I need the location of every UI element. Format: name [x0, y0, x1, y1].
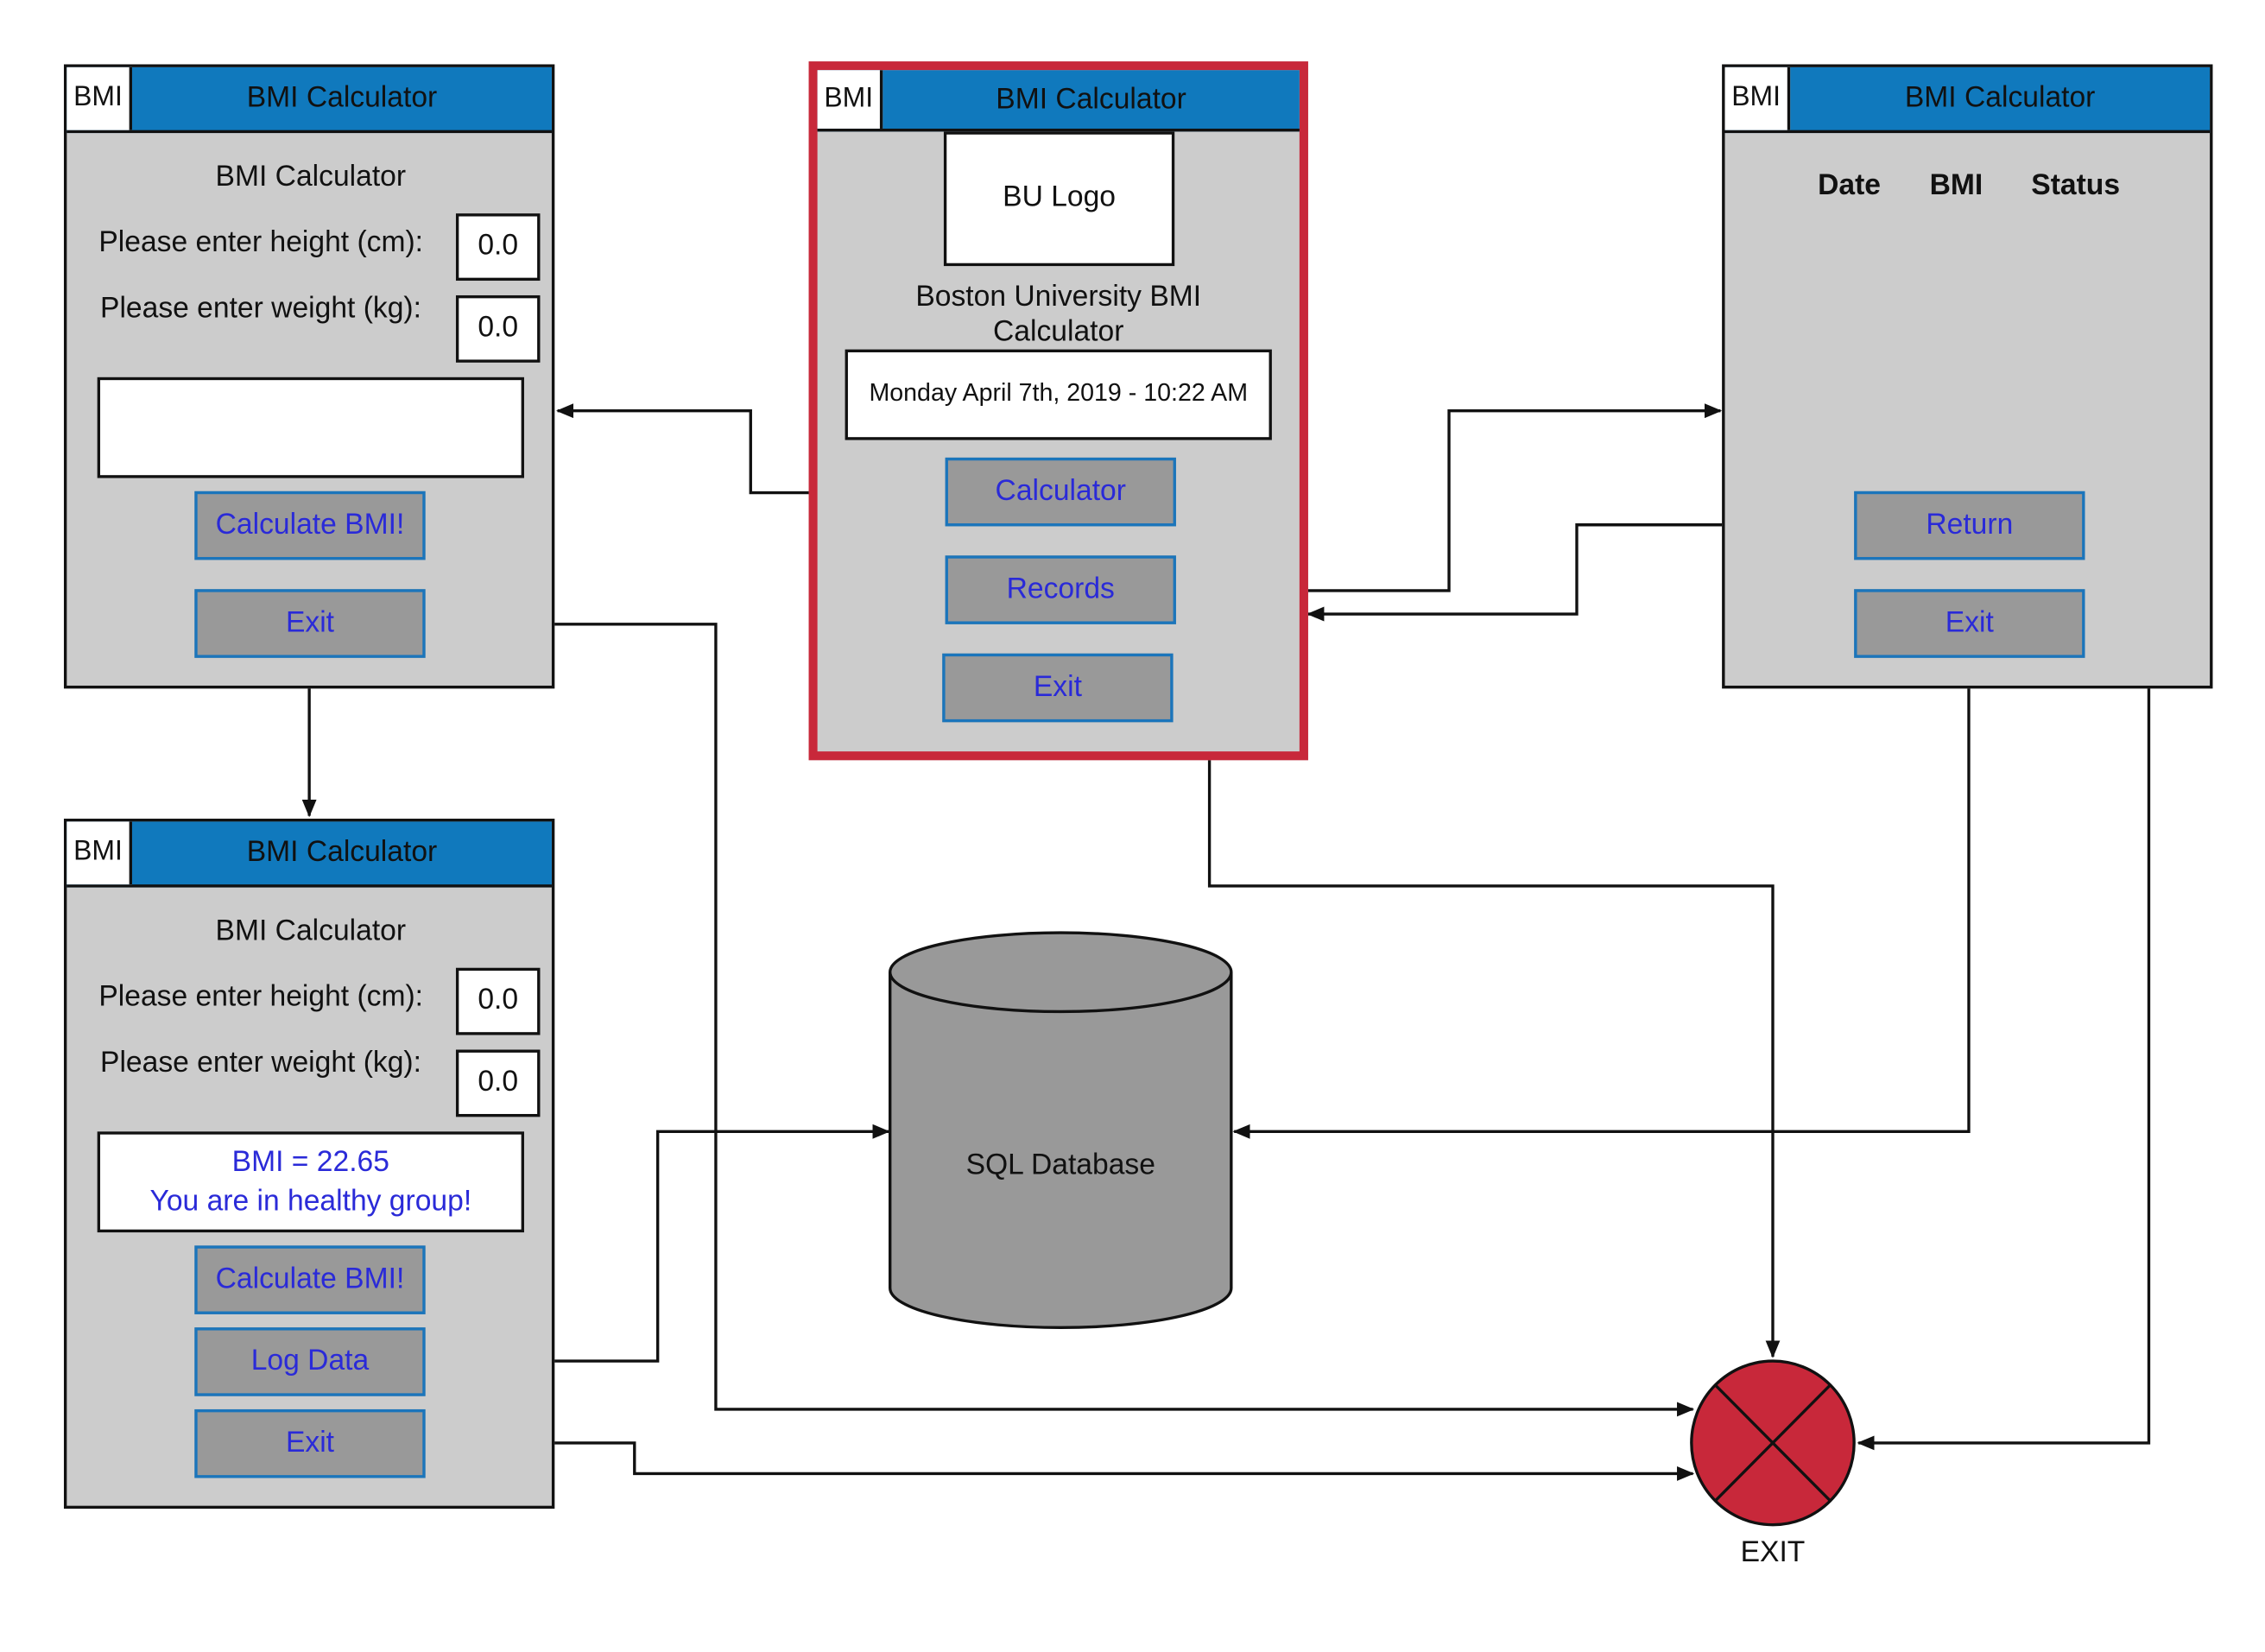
- records-to-records-window-arrow: [1175, 403, 1723, 592]
- records-window: BMI BMI Calculator Date BMI Status Retur…: [1722, 64, 2213, 689]
- records-window-titlebar: BMI BMI Calculator: [1724, 66, 2211, 134]
- app-icon: BMI: [817, 70, 883, 129]
- window-heading: BMI Calculator: [215, 915, 407, 947]
- result-box: [97, 377, 524, 478]
- exit-node-icon: [1690, 1359, 1856, 1527]
- database-label: SQL Database: [965, 1149, 1155, 1181]
- main-heading-line2: Calculator: [993, 315, 1124, 348]
- calc-exit-to-exit-arrow: [423, 623, 1695, 1417]
- app-icon: BMI: [66, 821, 133, 885]
- column-header-date: Date: [1818, 169, 1882, 202]
- column-header-bmi: BMI: [1929, 169, 1983, 202]
- calculator-window-titlebar: BMI BMI Calculator: [66, 66, 552, 134]
- result-box: BMI = 22.65 You are in healthy group!: [97, 1131, 524, 1233]
- window-title: BMI Calculator: [246, 836, 438, 869]
- weight-input[interactable]: 0.0: [455, 294, 541, 363]
- log-data-button[interactable]: Log Data: [194, 1327, 426, 1396]
- return-button[interactable]: Return: [1854, 491, 2085, 560]
- result-exit-to-exit-arrow: [423, 1441, 1695, 1481]
- exit-button[interactable]: Exit: [194, 589, 426, 658]
- window-title: BMI Calculator: [996, 83, 1186, 116]
- weight-label: Please enter weight (kg):: [100, 1047, 422, 1079]
- sql-database-shape: [889, 931, 1233, 1330]
- main-window-titlebar: BMI BMI Calculator: [817, 70, 1300, 132]
- weight-input[interactable]: 0.0: [455, 1049, 541, 1117]
- exit-node-label: EXIT: [1740, 1536, 1806, 1569]
- records-exit-to-exit-arrow: [1857, 623, 2151, 1451]
- bmi-result-value: BMI = 22.65: [231, 1146, 389, 1179]
- height-label: Please enter height (cm):: [98, 226, 424, 259]
- window-title: BMI Calculator: [246, 81, 438, 115]
- exit-button[interactable]: Exit: [194, 1408, 426, 1478]
- records-to-database-arrow: [1232, 688, 1971, 1139]
- height-label: Please enter height (cm):: [98, 980, 424, 1014]
- calculate-bmi-button[interactable]: Calculate BMI!: [194, 1245, 426, 1314]
- records-button[interactable]: Records: [945, 555, 1176, 624]
- height-input[interactable]: 0.0: [455, 213, 541, 282]
- return-to-main-arrow: [1306, 523, 1853, 622]
- weight-label: Please enter weight (kg):: [100, 292, 422, 325]
- window-heading: BMI Calculator: [215, 161, 407, 193]
- column-header-status: Status: [2031, 169, 2121, 202]
- app-icon: BMI: [66, 66, 133, 130]
- calculator-result-window-titlebar: BMI BMI Calculator: [66, 821, 552, 888]
- main-exit-to-exit-arrow: [1173, 687, 1781, 1358]
- calculator-window: BMI BMI Calculator BMI Calculator Please…: [63, 64, 555, 689]
- calculator-button[interactable]: Calculator: [945, 457, 1176, 527]
- height-input[interactable]: 0.0: [455, 967, 541, 1035]
- main-heading-line1: Boston University BMI: [915, 281, 1202, 313]
- exit-button[interactable]: Exit: [942, 653, 1174, 723]
- exit-button[interactable]: Exit: [1854, 589, 2085, 658]
- bmi-result-status: You are in healthy group!: [149, 1185, 472, 1218]
- main-window: BMI BMI Calculator BU Logo Boston Univer…: [808, 61, 1308, 761]
- calculate-bmi-button[interactable]: Calculate BMI!: [194, 491, 426, 560]
- datetime-display: Monday April 7th, 2019 - 10:22 AM: [845, 349, 1272, 440]
- window-title: BMI Calculator: [1904, 81, 2096, 115]
- bu-logo: BU Logo: [943, 131, 1175, 267]
- app-icon: BMI: [1724, 66, 1791, 130]
- calculator-result-window: BMI BMI Calculator BMI Calculator Please…: [63, 819, 555, 1510]
